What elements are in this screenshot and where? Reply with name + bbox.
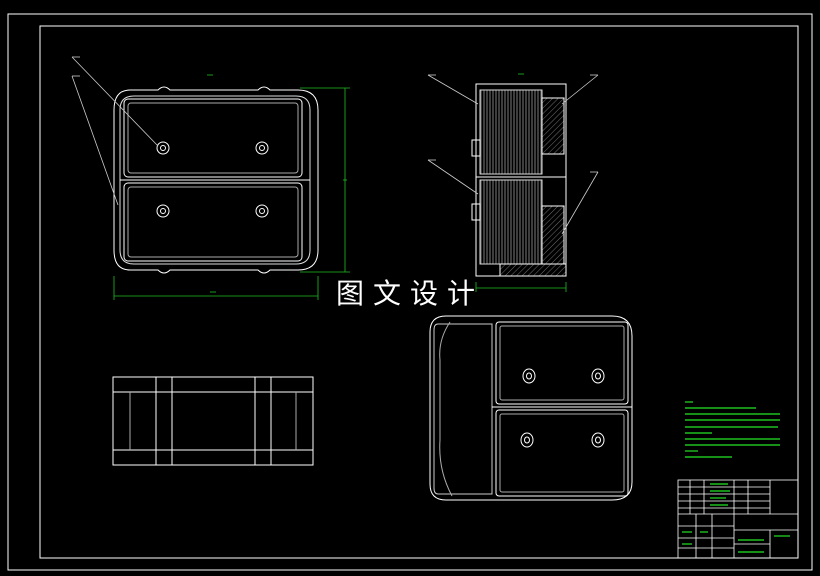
section-view-dimensions (475, 73, 567, 292)
front-view-dimensions (113, 74, 350, 300)
front-view-leaders (71, 56, 159, 206)
section-view (471, 83, 567, 277)
technical-notes (685, 401, 780, 458)
outer-border (7, 13, 813, 571)
front-view (113, 86, 319, 274)
inner-border (39, 25, 799, 559)
watermark-text: 图文设计 (336, 277, 485, 310)
title-block (677, 479, 799, 559)
title-block-text-marks (682, 483, 790, 553)
section-view-leaders (427, 74, 599, 235)
top-view (112, 376, 314, 466)
isometric-view (429, 315, 633, 501)
